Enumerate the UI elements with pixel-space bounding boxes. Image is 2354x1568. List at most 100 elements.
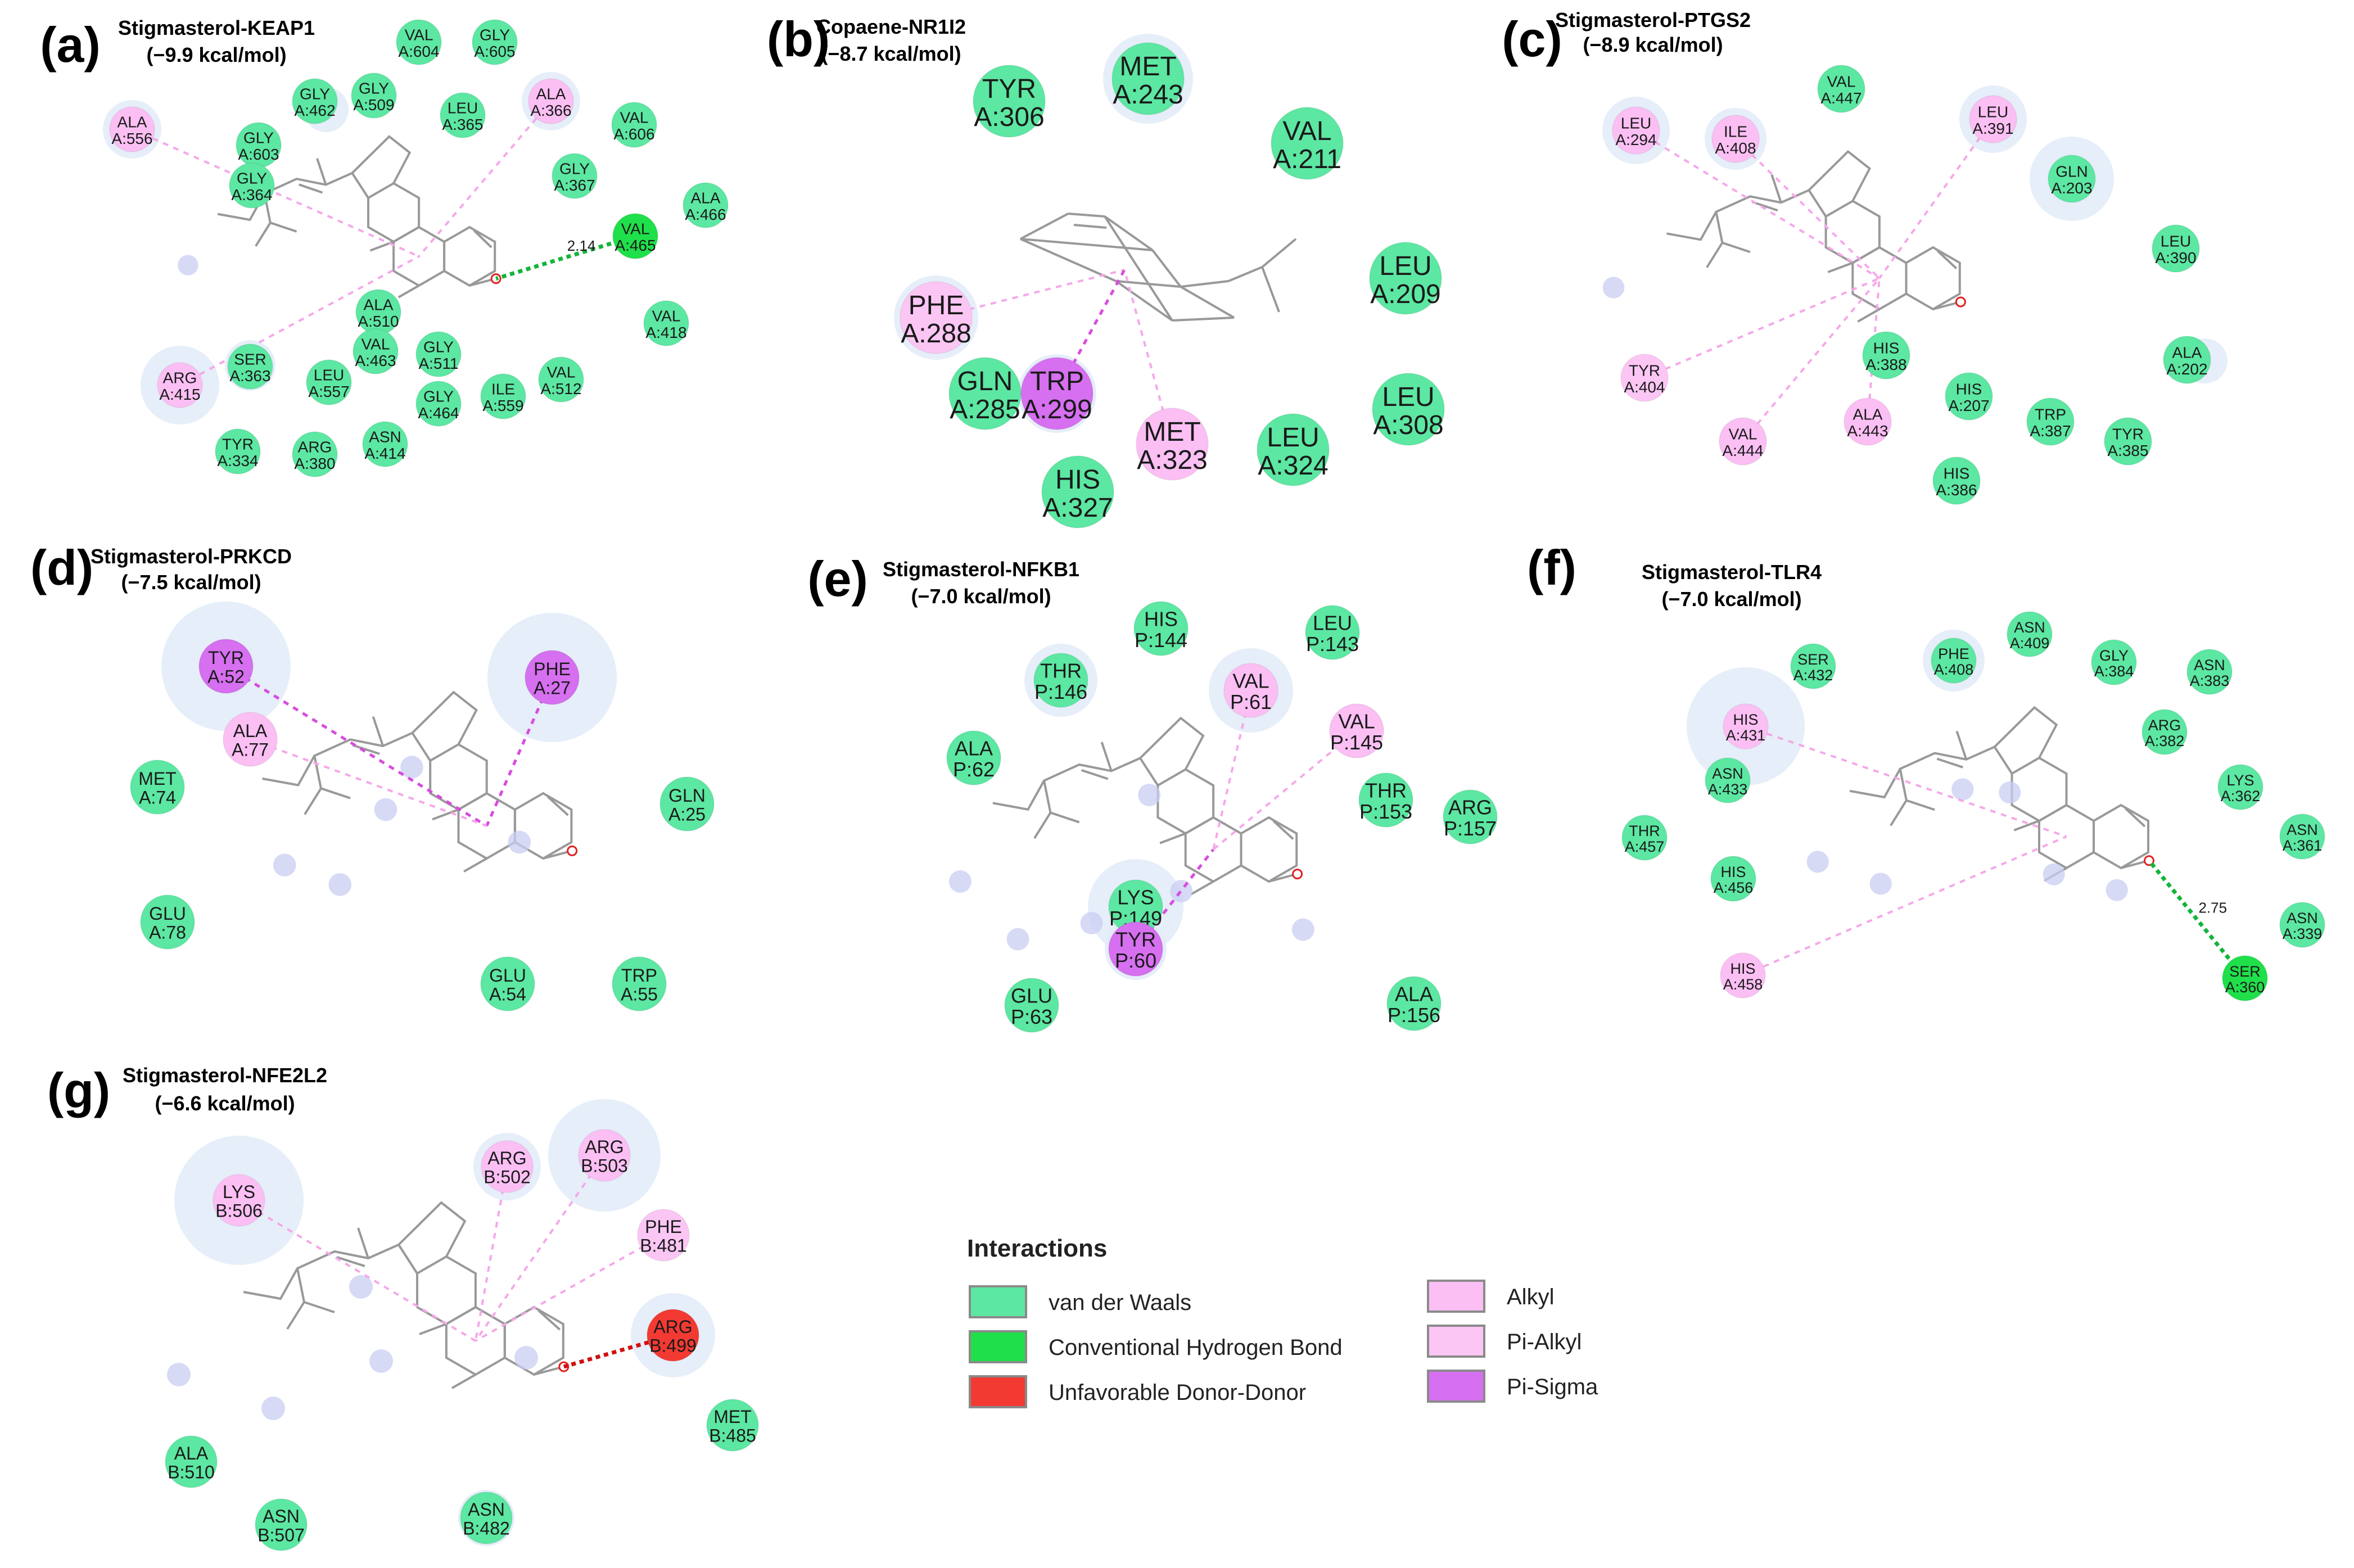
residue-disc [353, 328, 399, 374]
double-bond [546, 796, 569, 816]
residue-name: LEU [1313, 612, 1352, 635]
interaction-line [1745, 725, 2067, 838]
interaction-line [1742, 277, 1881, 442]
residue-disc [1305, 605, 1360, 660]
pi-cloud [349, 1275, 373, 1299]
ring-bond [416, 1255, 477, 1326]
methyl-bond [397, 284, 420, 299]
legend-label: Conventional Hydrogen Bond [1049, 1335, 1343, 1360]
side-chain-bond [1043, 780, 1052, 813]
residue-name: VAL [1827, 73, 1856, 91]
hydroxyl-bond [2120, 860, 2145, 869]
legend-swatch [969, 1330, 1027, 1363]
residue-number: A:604 [398, 43, 439, 60]
residue-number: A:25 [668, 804, 706, 824]
side-chain-bond [1033, 812, 1052, 839]
residue-number: A:363 [229, 367, 270, 385]
residue-number: A:243 [1113, 80, 1183, 110]
residue-disc [351, 73, 397, 119]
interaction-line [1212, 730, 1358, 851]
pi-cloud [1806, 851, 1829, 873]
double-bond [2125, 807, 2146, 828]
interaction-line [179, 255, 420, 386]
interaction-line [1742, 835, 2067, 977]
side-chain-bond [1849, 745, 1995, 799]
ring-bond [367, 182, 421, 243]
residue-disc [1945, 372, 1993, 421]
ring-bond [1156, 768, 1215, 835]
interaction-line [132, 128, 419, 257]
residue-name: VAL [547, 364, 576, 381]
ring-bond [1261, 238, 1297, 268]
legend-swatch [1427, 1325, 1485, 1358]
residue-disc [1790, 643, 1836, 689]
residue-disc [1620, 354, 1669, 402]
residue-name: GLY [423, 338, 454, 356]
pi-cloud [2043, 863, 2065, 885]
residue-number: A:27 [534, 677, 571, 698]
ring-bond [1104, 215, 1154, 251]
double-bond [537, 1309, 561, 1331]
residue-disc [1844, 397, 1892, 446]
residue-name: GLN [668, 785, 706, 806]
panel-d: (d)Stigmasterol-PRKCD(−7.5 kcal/mol)TYRA… [30, 540, 715, 1011]
panel-title: Stigmasterol-NFE2L2 [123, 1064, 327, 1087]
residue-name: VAL [362, 336, 390, 353]
residue-name: PHE [534, 659, 571, 679]
residue-name: LEU [1267, 423, 1319, 453]
residue-disc [528, 78, 574, 124]
legend-label: Pi-Alkyl [1507, 1330, 1582, 1354]
residue-disc [1719, 417, 1767, 466]
legend-title: Interactions [967, 1235, 1107, 1262]
residue-name: VAL [1338, 710, 1375, 733]
residue-disc [472, 19, 518, 65]
panel-g: (g)Stigmasterol-NFE2L2(−6.6 kcal/mol)LYS… [47, 1063, 759, 1551]
residue-number: B:510 [168, 1462, 215, 1482]
legend-label: Pi-Sigma [1507, 1375, 1598, 1399]
pi-cloud [1080, 912, 1103, 935]
double-bond [1073, 224, 1107, 229]
residue-name: ASN [2014, 619, 2045, 636]
residue-disc [1257, 413, 1330, 486]
ring-bond [1151, 249, 1182, 288]
residue-number: B:499 [649, 1335, 697, 1355]
residue-name: TYR [1629, 362, 1660, 379]
residue-name: SER [1797, 651, 1829, 668]
ring-bond [1115, 280, 1181, 288]
ligand [1602, 150, 1966, 323]
side-chain-bond [304, 788, 322, 815]
panel-title: Stigmasterol-TLR4 [1642, 561, 1822, 584]
residue-number: A:386 [1936, 481, 1977, 499]
residue-name: ALA [1853, 406, 1883, 423]
residue-name: TYR [222, 436, 254, 453]
hydroxyl-bond [469, 278, 492, 287]
residue-disc [1020, 357, 1094, 430]
residue-disc [647, 1309, 699, 1362]
residue-number: P:143 [1306, 632, 1359, 656]
interaction-line [1635, 129, 1880, 279]
side-chain-bond [262, 731, 413, 787]
residue-number: A:365 [442, 116, 483, 133]
residue-number: B:507 [257, 1525, 305, 1545]
pi-cloud [514, 1346, 538, 1370]
residue-number: A:362 [2221, 788, 2261, 805]
panel-f: (f)Stigmasterol-TLR4(−7.0 kcal/mol)2.75A… [1527, 540, 2325, 1001]
residue-number: A:382 [2145, 733, 2185, 749]
residue-name: PHE [1938, 645, 1969, 662]
residue-name: HIS [1055, 465, 1100, 495]
residue-disc [1108, 921, 1163, 977]
residue-disc [480, 956, 535, 1011]
